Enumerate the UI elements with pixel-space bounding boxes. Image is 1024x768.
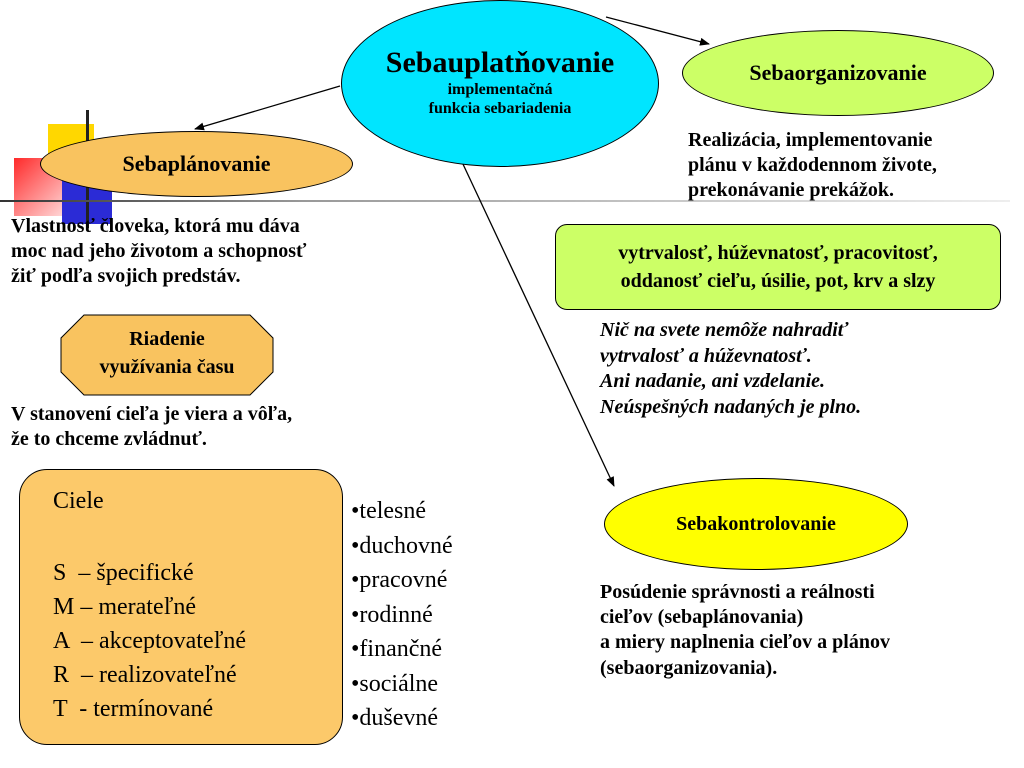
arrow-to-sebaorganizovanie <box>605 16 710 46</box>
persistence-quote: Nič na svete nemôže nahradiť vytrvalosť … <box>600 318 861 420</box>
quote-line: Neúspešných nadaných je plno. <box>600 395 862 418</box>
qualities-line: vytrvalosť, húževnatosť, pracovitosť, <box>618 242 938 264</box>
time-note: V stanovení cieľa je viera a vôľa, že to… <box>11 402 292 452</box>
goals-box: Ciele S – špecifické M – merateľné A – a… <box>19 469 343 745</box>
control-desc-line: cieľov (sebaplánovania) <box>600 606 804 629</box>
plan-desc-line: moc nad jeho životom a schopnosť <box>11 240 307 263</box>
goal-type-item: •rodinné <box>351 601 433 628</box>
smart-item: M – merateľné <box>53 594 197 620</box>
plan-node: Sebaplánovanie <box>40 131 353 197</box>
logo-horizontal-line <box>0 200 1010 202</box>
goal-type-item: •sociálne <box>351 670 439 697</box>
smart-item: T - termínované <box>53 696 214 722</box>
goal-type-item: •finančné <box>351 636 443 662</box>
center-subtitle-line1: implementačná <box>447 80 553 98</box>
time-note-line: že to chceme zvládnuť. <box>11 428 207 451</box>
arrow-to-sebaplanovanie <box>194 85 341 131</box>
time-management-label: Riadenie využívania času <box>60 325 274 381</box>
organize-desc-line: prekonávanie prekážok. <box>688 179 894 202</box>
control-description: Posúdenie správnosti a reálnosti cieľov … <box>600 580 890 681</box>
arrow-to-sebakontrolovanie <box>461 161 615 487</box>
organize-label: Sebaorganizovanie <box>749 60 927 85</box>
time-management-shape <box>60 314 274 396</box>
time-note-line: V stanovení cieľa je viera a vôľa, <box>11 403 293 425</box>
plan-desc-line: Vlastnosť človeka, ktorá mu dáva <box>11 215 300 237</box>
smart-item: S – špecifické <box>53 560 194 586</box>
control-desc-line: Posúdenie správnosti a reálnosti <box>600 581 875 603</box>
goal-type-item: •pracovné <box>351 567 448 593</box>
plan-desc-line: žiť podľa svojich predstáv. <box>11 265 241 288</box>
plan-description: Vlastnosť človeka, ktorá mu dáva moc nad… <box>11 214 306 290</box>
center-node: Sebauplatňovanie implementačná funkcia s… <box>341 0 659 167</box>
organize-node: Sebaorganizovanie <box>682 30 994 116</box>
control-desc-line: a miery naplnenia cieľov a plánov <box>600 631 890 654</box>
time-label-line2: využívania času <box>99 356 235 378</box>
control-node: Sebakontrolovanie <box>604 478 908 570</box>
organize-desc-line: Realizácia, implementovanie <box>688 129 933 151</box>
organize-desc-line: plánu v každodennom živote, <box>688 154 937 177</box>
plan-label: Sebaplánovanie <box>122 151 271 176</box>
goal-type-item: •duševné <box>351 705 439 731</box>
quote-line: Ani nadanie, ani vzdelanie. <box>600 370 826 393</box>
qualities-line: oddanosť cieľu, úsilie, pot, krv a slzy <box>620 270 936 292</box>
organize-description: Realizácia, implementovanie plánu v každ… <box>688 128 937 204</box>
goal-types-list: •telesné •duchovné •pracovné •rodinné •f… <box>351 494 453 736</box>
qualities-box: vytrvalosť, húževnatosť, pracovitosť, od… <box>555 224 1001 310</box>
goal-type-item: •telesné <box>351 498 427 524</box>
control-desc-line: (sebaorganizovania). <box>600 656 778 679</box>
control-label: Sebakontrolovanie <box>676 512 836 535</box>
goal-type-item: •duchovné <box>351 532 453 559</box>
time-label-line1: Riadenie <box>129 328 205 350</box>
quote-line: vytrvalosť a húževnatosť. <box>600 344 812 367</box>
smart-item: R – realizovateľné <box>53 662 237 688</box>
quote-line: Nič na svete nemôže nahradiť <box>600 319 849 341</box>
goals-title: Ciele <box>53 488 104 514</box>
center-subtitle-line2: funkcia sebariadenia <box>428 99 572 117</box>
center-title: Sebauplatňovanie <box>385 45 615 79</box>
smart-item: A – akceptovateľné <box>53 628 247 654</box>
smart-list: S – špecifické M – merateľné A – akcepto… <box>53 556 246 726</box>
